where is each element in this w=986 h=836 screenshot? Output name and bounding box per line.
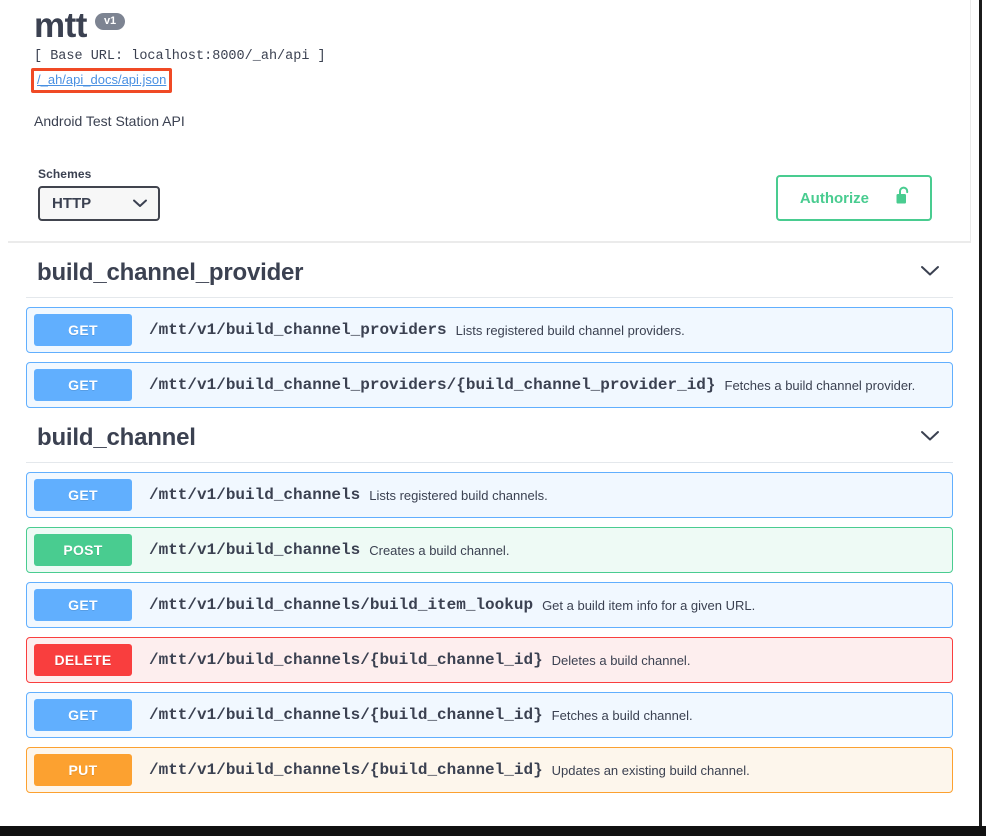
chevron-down-icon xyxy=(132,198,148,209)
method-badge: PUT xyxy=(34,754,132,786)
schemes-label: Schemes xyxy=(38,167,92,181)
api-info-block: mtt v1 [ Base URL: localhost:8000/_ah/ap… xyxy=(8,0,971,242)
method-badge: GET xyxy=(34,369,132,401)
method-badge: GET xyxy=(34,589,132,621)
operation-path: /mtt/v1/build_channels/{build_channel_id… xyxy=(149,761,543,779)
tag-header-build-channel[interactable]: build_channel xyxy=(26,408,953,463)
operation-description: Lists registered build channel providers… xyxy=(455,322,685,338)
operation-path: /mtt/v1/build_channel_providers/{build_c… xyxy=(149,376,716,394)
operation-row[interactable]: DELETE /mtt/v1/build_channels/{build_cha… xyxy=(26,637,953,683)
operation-row[interactable]: GET /mtt/v1/build_channels/build_item_lo… xyxy=(26,582,953,628)
api-description: Android Test Station API xyxy=(34,113,185,129)
scheme-selected-value: HTTP xyxy=(52,195,92,212)
operation-description: Get a build item info for a given URL. xyxy=(542,597,756,613)
method-badge: DELETE xyxy=(34,644,132,676)
operation-description: Updates an existing build channel. xyxy=(551,762,750,778)
info-block-divider xyxy=(8,242,971,243)
tag-header-build-channel-provider[interactable]: build_channel_provider xyxy=(26,243,953,298)
operation-path: /mtt/v1/build_channels/{build_channel_id… xyxy=(149,706,543,724)
chevron-down-icon[interactable] xyxy=(919,264,941,283)
method-badge: GET xyxy=(34,699,132,731)
operation-row[interactable]: GET /mtt/v1/build_channels/{build_channe… xyxy=(26,692,953,738)
schemes-and-auth-row: Schemes HTTP Authorize xyxy=(8,131,970,241)
version-badge: v1 xyxy=(94,13,126,30)
api-json-link-highlight: /_ah/api_docs/api.json xyxy=(31,68,173,93)
operation-description: Deletes a build channel. xyxy=(551,652,691,668)
unlock-icon xyxy=(895,186,912,210)
page-title: mtt xyxy=(34,6,87,45)
api-title-row: mtt v1 xyxy=(34,6,970,46)
operation-path: /mtt/v1/build_channel_providers xyxy=(149,321,447,339)
operation-description: Lists registered build channels. xyxy=(369,487,548,503)
operation-row[interactable]: POST /mtt/v1/build_channels Creates a bu… xyxy=(26,527,953,573)
method-badge: POST xyxy=(34,534,132,566)
base-url: [ Base URL: localhost:8000/_ah/api ] xyxy=(34,49,326,64)
operation-path: /mtt/v1/build_channels/build_item_lookup xyxy=(149,596,534,614)
authorize-label: Authorize xyxy=(799,189,869,207)
operation-path: /mtt/v1/build_channels xyxy=(149,541,361,559)
operation-row[interactable]: GET /mtt/v1/build_channels Lists registe… xyxy=(26,472,953,518)
tag-section-build-channel-provider: build_channel_provider GET /mtt/v1/build… xyxy=(26,243,953,408)
scheme-select[interactable]: HTTP xyxy=(38,186,160,221)
operation-description: Fetches a build channel. xyxy=(551,707,693,723)
page-bottom-bar xyxy=(0,826,986,836)
operation-row[interactable]: GET /mtt/v1/build_channel_providers List… xyxy=(26,307,953,353)
tag-section-build-channel: build_channel GET /mtt/v1/build_channels… xyxy=(26,408,953,793)
operation-row[interactable]: GET /mtt/v1/build_channel_providers/{bui… xyxy=(26,362,953,408)
schemes-group: Schemes HTTP xyxy=(38,167,160,221)
authorize-button[interactable]: Authorize xyxy=(775,175,932,221)
operation-description: Creates a build channel. xyxy=(369,542,510,558)
tag-name: build_channel_provider xyxy=(37,259,304,286)
operation-path: /mtt/v1/build_channels xyxy=(149,486,361,504)
operation-row[interactable]: PUT /mtt/v1/build_channels/{build_channe… xyxy=(26,747,953,793)
operation-path: /mtt/v1/build_channels/{build_channel_id… xyxy=(149,651,543,669)
operation-description: Fetches a build channel provider. xyxy=(724,377,916,393)
tag-name: build_channel xyxy=(37,424,196,451)
method-badge: GET xyxy=(34,479,132,511)
api-json-link[interactable]: /_ah/api_docs/api.json xyxy=(37,72,167,87)
chevron-down-icon[interactable] xyxy=(919,429,941,448)
method-badge: GET xyxy=(34,314,132,346)
